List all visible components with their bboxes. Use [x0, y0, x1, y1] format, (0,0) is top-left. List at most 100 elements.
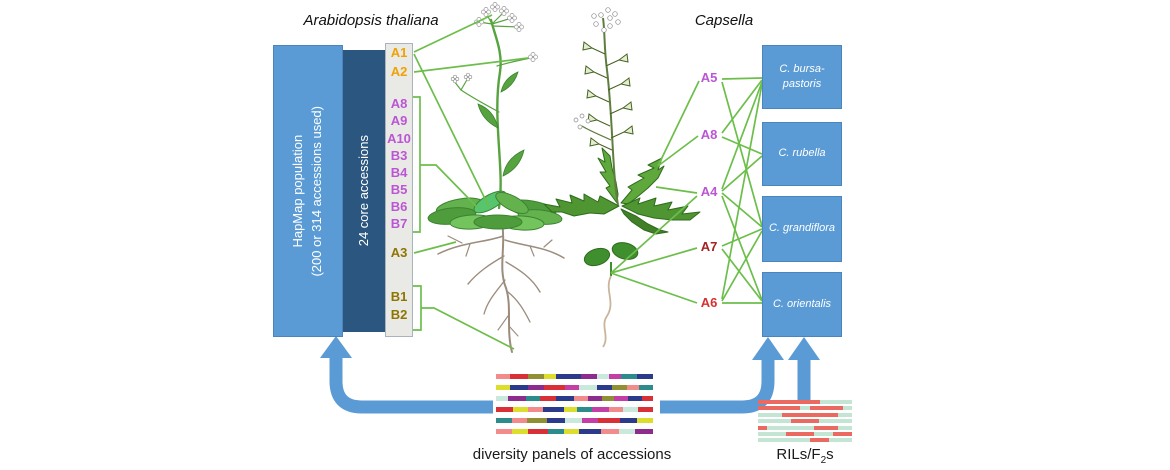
rils-segment: [790, 419, 820, 424]
accession-label-B3: B3: [390, 148, 408, 163]
species-box-c-rubella: C. rubella: [762, 122, 842, 186]
rils-segment: [781, 412, 838, 417]
diversity-caption: diversity panels of accessions: [472, 446, 672, 463]
accession-label-A10: A10: [387, 131, 411, 146]
rils-row-6: [758, 432, 852, 436]
diversity-segment: [614, 396, 629, 401]
diversity-segment: [601, 396, 615, 401]
link-A3-to-root-crown: [413, 241, 457, 254]
capsella-stem: [602, 17, 619, 206]
link-bracket-B1-B2-to-root-tip: [421, 307, 515, 350]
arrowhead-icon: [752, 337, 784, 360]
rils-caption-sub: 2: [820, 455, 827, 466]
accession-label-B5: B5: [390, 182, 408, 197]
rils-caption-tail: s: [826, 446, 834, 463]
diversity-segment: [528, 407, 544, 412]
arrows: [320, 336, 820, 414]
diversity-segment: [587, 396, 602, 401]
accession-column: [385, 43, 413, 337]
diversity-segment: [578, 429, 601, 434]
rils-row-1: [758, 400, 852, 404]
diversity-segment: [527, 374, 544, 379]
rils-caption: RILs/F2s: [776, 446, 833, 466]
diversity-segment: [555, 374, 581, 379]
rils-segment: [786, 432, 815, 436]
diversity-segment: [608, 374, 622, 379]
link-A6-to-c-bursa-pastoris: [721, 83, 763, 300]
diversity-segment: [592, 407, 610, 412]
link-A1-to-inflorescence: [413, 14, 493, 53]
link-A6-to-c-grandiflora: [721, 230, 763, 302]
capsella-accession-label-A8: A8: [700, 127, 718, 142]
link-A2-to-side-flower: [413, 57, 529, 73]
diversity-segment: [596, 385, 613, 390]
diversity-segment: [621, 374, 638, 379]
diversity-segment: [637, 407, 653, 412]
diversity-segment: [543, 385, 565, 390]
capsella-flower-clusters: [573, 7, 621, 130]
species-box-label: C. orientalis: [772, 297, 832, 310]
connection-lines: [408, 14, 763, 350]
diversity-segment: [578, 385, 597, 390]
capsella-accession-label-A5: A5: [700, 70, 718, 85]
diversity-segment: [628, 396, 643, 401]
link-A7-to-c-orientalis: [721, 248, 763, 302]
arrow-diversity-to-hapmap: [320, 336, 493, 414]
capsella-accession-label-A7: A7: [700, 239, 718, 254]
diversity-segment: [612, 385, 627, 390]
diversity-segment: [496, 429, 513, 434]
diversity-segment: [573, 396, 588, 401]
diversity-segment: [565, 418, 582, 423]
rils-row-3: [758, 412, 852, 417]
rils-segment: [758, 406, 801, 411]
diversity-segment: [512, 418, 527, 423]
link-A4-to-c-rubella: [721, 155, 763, 192]
diversity-segment: [636, 418, 653, 423]
diversity-segment: [577, 407, 593, 412]
rils-caption-main: RILs/F: [776, 446, 821, 463]
link-seedling-to-a4: [610, 195, 698, 274]
diversity-segment: [512, 429, 529, 434]
accession-label-B7: B7: [390, 216, 408, 231]
capsella-accession-label-A4: A4: [700, 184, 718, 199]
rils-segment: [758, 432, 787, 436]
arrow-diversity-to-capsella: [660, 337, 784, 414]
link-A8-to-c-rubella: [721, 136, 763, 155]
diversity-segment: [620, 418, 637, 423]
diversity-segment: [600, 429, 619, 434]
diversity-row-3: [496, 396, 653, 401]
accession-label-A9: A9: [390, 113, 408, 128]
link-A7-to-c-grandiflora: [721, 228, 763, 247]
link-plant-to-a8: [657, 135, 699, 167]
diversity-segment: [564, 407, 578, 412]
title-arabidopsis: Arabidopsis thaliana: [303, 12, 439, 29]
diversity-row-6: [496, 429, 654, 434]
rils-segment: [837, 425, 852, 430]
link-plant-to-a4: [655, 186, 698, 194]
arabidopsis-rosette: [427, 190, 563, 231]
rils-segment: [758, 438, 810, 443]
accession-label-A8: A8: [390, 96, 408, 111]
accession-label-A1: A1: [390, 45, 408, 60]
link-A4-to-c-orientalis: [721, 195, 763, 301]
diversity-segment: [597, 418, 621, 423]
diversity-segment: [581, 418, 598, 423]
diversity-row-4: [496, 407, 653, 412]
rils-row-2: [758, 406, 853, 411]
diversity-segment: [525, 396, 541, 401]
rils-segment: [800, 406, 810, 411]
accession-label-B1: B1: [390, 289, 408, 304]
capsella-illustration: [543, 7, 701, 235]
diversity-segment: [564, 429, 579, 434]
diversity-segment: [637, 374, 653, 379]
species-box-label: C. bursa-: [779, 62, 825, 75]
link-seedling-to-a7: [610, 247, 698, 274]
diversity-segment: [543, 407, 565, 412]
diversity-segment: [513, 407, 529, 412]
hapmap-population-box: [273, 45, 343, 337]
diversity-segment: [638, 385, 653, 390]
link-A1-to-rosette: [413, 53, 490, 208]
capsella-accession-label-A6: A6: [700, 295, 718, 310]
